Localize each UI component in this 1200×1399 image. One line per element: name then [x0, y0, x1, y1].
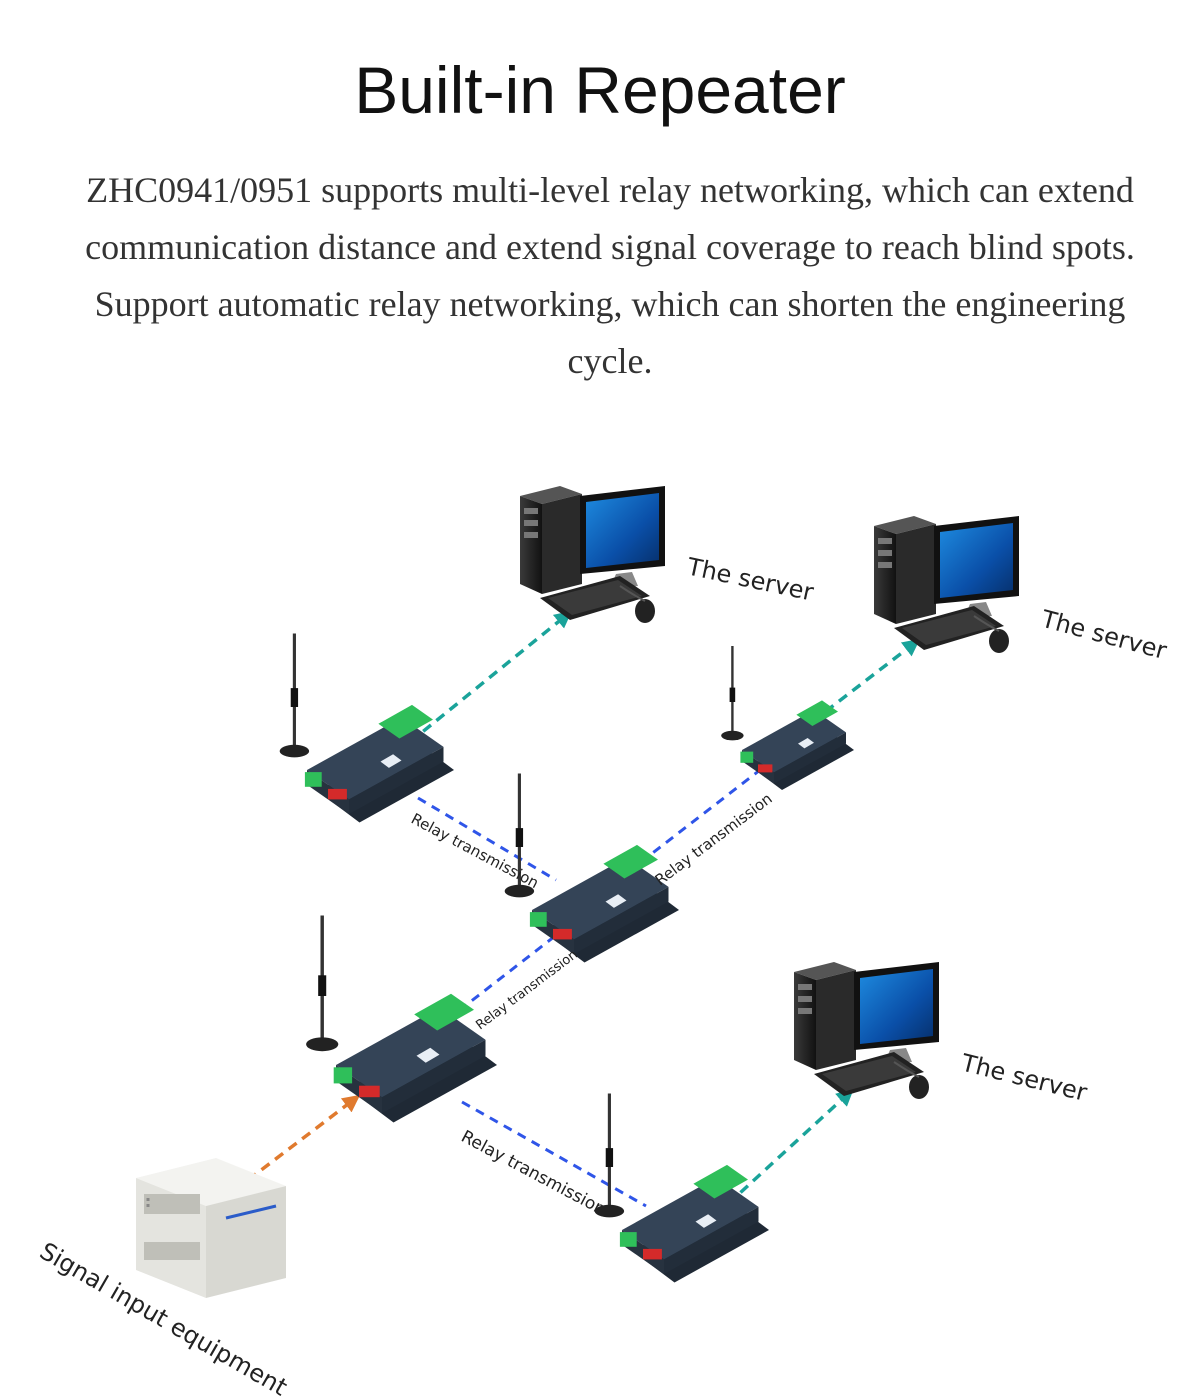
relay-link-d-to-c	[433, 924, 569, 1032]
server-computer-1	[519, 485, 666, 624]
server-computer-3	[793, 961, 940, 1100]
server-label-1: The server	[684, 552, 816, 606]
server-label-2: The server	[1037, 604, 1169, 665]
link-device-e-to-server-3	[726, 1088, 854, 1206]
relay-device-b	[721, 646, 854, 790]
server-label-3: The server	[958, 1048, 1090, 1106]
relay-label-d-c: Relay transmission	[473, 947, 580, 1033]
relay-link-d-to-e	[461, 1100, 647, 1208]
relay-link-a-to-c	[417, 796, 557, 882]
relay-network-diagram: The server The server The server Relay t…	[35, 485, 1170, 1399]
link-device-a-to-server-1	[408, 610, 573, 744]
page-description: ZHC0941/0951 supports multi-level relay …	[85, 170, 1135, 381]
relay-link-c-to-b	[627, 768, 761, 874]
relay-device-c	[505, 774, 679, 963]
link-plc-to-device-d	[246, 1094, 361, 1182]
relay-label-a-c: Relay transmission	[408, 810, 542, 892]
relay-device-d	[306, 916, 497, 1123]
page-title: Built-in Repeater	[354, 53, 846, 127]
server-computer-2	[873, 515, 1020, 654]
signal-input-device	[134, 1156, 288, 1300]
